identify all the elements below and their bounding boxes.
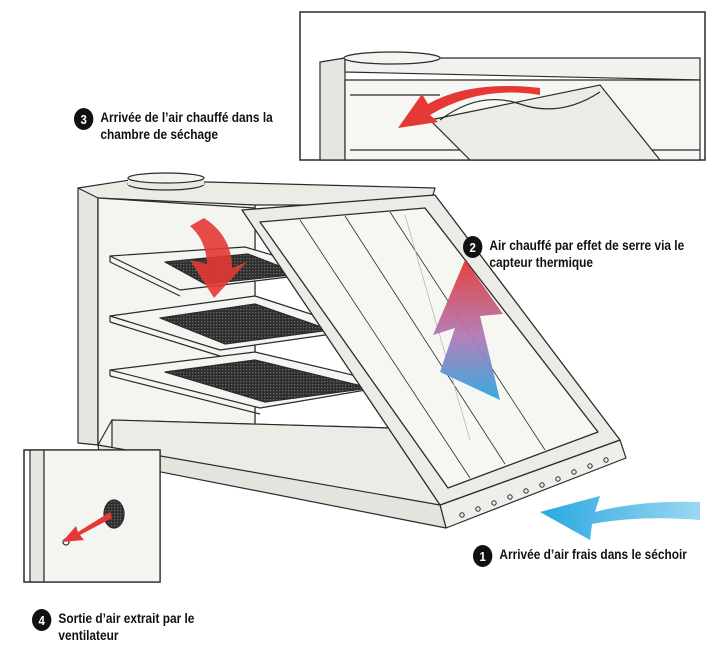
callout-4-badge: 4 bbox=[32, 609, 52, 631]
inset-top-detail bbox=[299, 11, 706, 161]
callout-3-label: Arrivée de l’air chauffé dans la chambre… bbox=[100, 110, 273, 142]
thermal-collector bbox=[241, 194, 621, 506]
hot-air-arrow-down bbox=[190, 218, 247, 298]
inset-fan-detail bbox=[23, 449, 161, 583]
callout-1: 1 Arrivée d’air frais dans le séchoir bbox=[473, 545, 711, 567]
callout-1-badge: 1 bbox=[473, 545, 493, 567]
callout-4: 4 Sortie d’air extrait par le ventilateu… bbox=[32, 609, 243, 644]
callout-2-badge: 2 bbox=[463, 236, 483, 258]
callout-1-label: Arrivée d’air frais dans le séchoir bbox=[499, 547, 687, 562]
callout-2-label: Air chauffé par effet de serre via le ca… bbox=[489, 238, 685, 270]
cold-air-arrow-inlet bbox=[540, 496, 700, 540]
fan-grille bbox=[103, 499, 125, 529]
callout-3: 3 Arrivée de l’air chauffé dans la chamb… bbox=[74, 108, 285, 143]
callout-4-label: Sortie d’air extrait par le ventilateur bbox=[58, 611, 195, 643]
hot-air-arrow-collector bbox=[433, 260, 503, 400]
callout-3-badge: 3 bbox=[74, 108, 94, 130]
inlet-holes bbox=[459, 457, 609, 518]
callout-2: 2 Air chauffé par effet de serre via le … bbox=[463, 236, 701, 271]
